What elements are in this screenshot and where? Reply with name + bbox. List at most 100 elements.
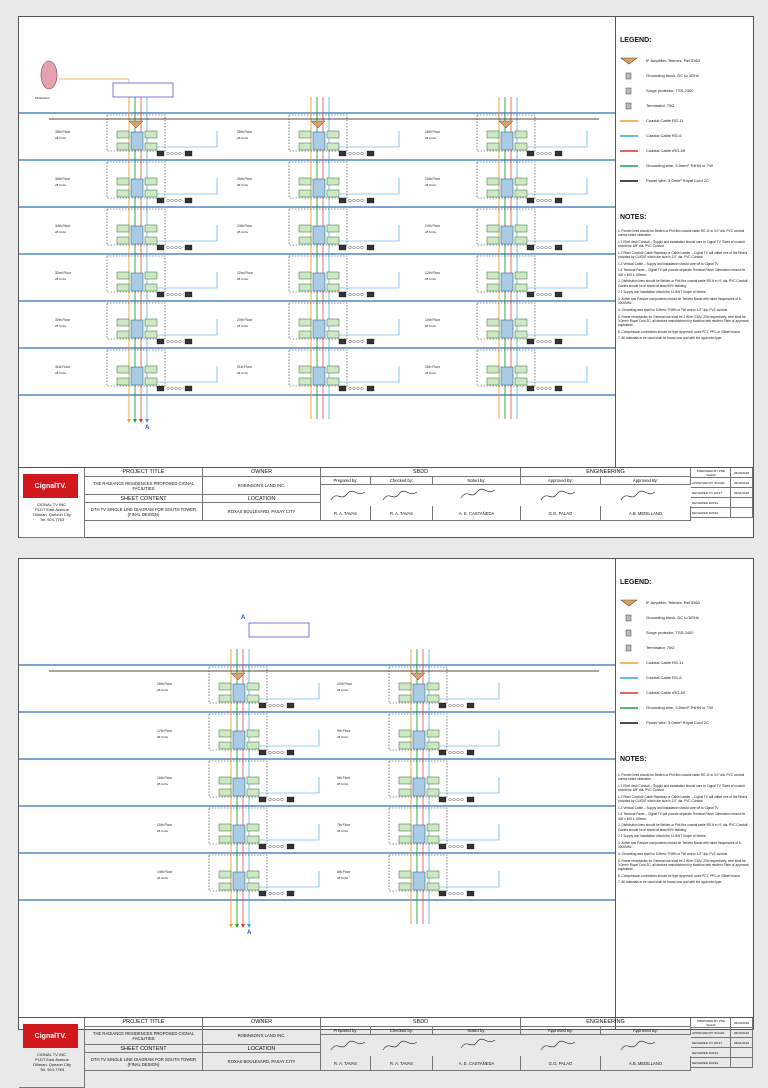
outlet-icon [356,293,360,297]
outlet-icon [352,340,356,344]
engineering-header: ENGINEERING [521,1018,691,1027]
splitter-block [218,870,232,879]
location-header: LOCATION [203,495,321,503]
outlet-icon [348,198,352,202]
splitter-block [326,318,340,327]
rg6-distribution [259,777,320,794]
units-label: 28 Units [55,277,67,281]
outlet-icon [536,387,540,391]
outlet-icon [280,750,284,754]
splitter-block [326,224,340,233]
tv-icon [286,890,295,897]
revision-label: APPROVED BY SNGR1 [691,478,731,488]
owner: ROBINSON'S LAND INC. [203,477,321,495]
note-item: 1.4 Terminal Panel – Cignal TV will prov… [618,268,746,277]
multiswitch-block [500,131,514,151]
grounding-block-icon [620,72,638,80]
splitter-block [514,130,528,139]
splitter-block [426,835,440,844]
splitter-block [486,224,500,233]
splitter-block [116,236,130,245]
splitter-block [398,729,412,738]
riser-enclosure [476,302,536,340]
signature-mark [540,490,576,501]
multiswitch-block [232,683,246,703]
outlet-icon [452,750,456,754]
floor-label: 16th Floor [157,776,173,780]
riser-enclosure [388,854,448,892]
splitter-block [326,236,340,245]
multiswitch-block [312,178,326,198]
tv-icon [366,385,375,392]
multiswitch-block [232,871,246,891]
outlet-icon [352,151,356,155]
signature-mark [330,1040,366,1051]
outlet-icon [268,892,272,896]
splitter-block [116,224,130,233]
outlet-icon [170,387,174,391]
splitter-block [246,741,260,750]
outlet-icon [548,198,552,202]
signature-mark [330,490,366,501]
splitter-block [426,729,440,738]
splitter-block [246,682,260,691]
outlet-icon [548,340,552,344]
tv-icon [184,244,193,251]
multiswitch-block [232,777,246,797]
units-label: 28 Units [157,735,169,739]
tv-icon [286,796,295,803]
tv-icon [366,291,375,298]
legend-label: Terminator, 75Ω [646,645,675,650]
rg6-distribution [339,225,400,242]
splitter-block [246,788,260,797]
checked-by-label: Checked by: [371,477,433,485]
riser-enclosure [106,349,166,387]
splitter-block [486,189,500,198]
floor-label: 30th Floor [55,318,71,322]
floor-label: 14th Floor [425,224,441,228]
legend-label: Coaxial Cable rRG-59 [646,690,686,695]
satellite-dish-icon [40,60,58,90]
outlet-icon [452,797,456,801]
units-label: 28 Units [425,324,437,328]
splitter-block [514,189,528,198]
revision-label: REVIEWED TO HOST [691,488,731,498]
splitter-block [218,823,232,832]
splitter-block [514,283,528,292]
outlet-icon [272,750,276,754]
floor-label: 17th Floor [157,729,173,733]
outlet-icon [544,340,548,344]
splitter-block [298,130,312,139]
cable-line-icon [620,719,638,727]
signature-mark [620,490,656,501]
revision-label: REVIEWED DATE2 [691,508,731,518]
tv-icon [286,702,295,709]
address-line: Diliman, Quezon City [33,512,71,517]
units-label: 28 Units [237,277,249,281]
splitter-block [144,330,158,339]
splitter-block [398,682,412,691]
outlet-icon [360,245,364,249]
splitter-block [326,283,340,292]
units-label: 28 Units [337,829,349,833]
legend-item: Terminator, 75Ω [616,100,753,112]
multiswitch-block [130,366,144,386]
riser-enclosure [106,161,166,199]
splitter-block [144,365,158,374]
cable-line-icon [620,704,638,712]
outlet-icon [540,293,544,297]
splitter-block [486,130,500,139]
floor-label: 20th Floor [237,318,253,322]
project-title-header: PROJECT TITLE [85,468,203,477]
down-arrow-icon [247,924,251,928]
riser-enclosure [106,114,166,152]
outlet-icon [166,387,170,391]
multiswitch-block [412,683,426,703]
signature-mark [382,490,418,501]
outlet-icon [452,845,456,849]
location: ROXAS BOULEVARD, PASAY CITY [203,1053,321,1071]
outlet-icon [170,245,174,249]
grounding-block-icon [620,614,638,622]
legend-label: Coaxial Cable RG-6 [646,675,682,680]
rg6-distribution [339,319,400,336]
